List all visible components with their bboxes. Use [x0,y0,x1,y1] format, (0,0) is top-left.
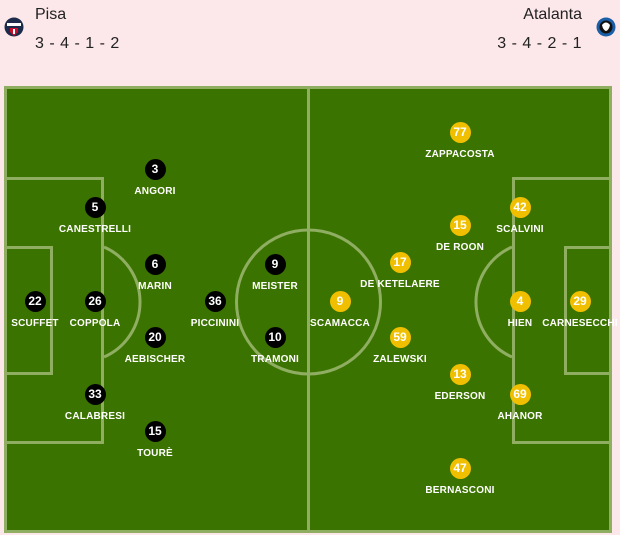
player-marker[interactable]: 77 ZAPPACOSTA [405,122,515,160]
player-name: MEISTER [252,281,298,292]
player-name: EDERSON [434,391,486,402]
pitch-markings [103,228,513,376]
player-marker[interactable]: 22 SCUFFET [0,291,90,329]
player-marker[interactable]: 26 COPPOLA [40,291,150,329]
player-marker[interactable]: 9 SCAMACCA [285,291,395,329]
shirt-number-badge: 69 [509,384,531,405]
player-marker[interactable]: 20 AEBISCHER [100,327,210,365]
player-marker[interactable]: 15 DE ROON [405,215,515,253]
shirt-number-badge: 42 [509,197,531,218]
atalanta-crest-icon [596,17,616,37]
player-name: TRAMONI [250,354,300,365]
player-marker[interactable]: 6 MARIN [100,254,210,292]
player-name: MARIN [138,281,172,292]
shirt-number-badge: 9 [264,254,286,275]
player-marker[interactable]: 33 CALABRESI [40,384,150,422]
center-circle [235,228,382,376]
player-marker[interactable]: 5 CANESTRELLI [40,197,150,235]
player-name: AEBISCHER [124,354,186,365]
shirt-number-badge: 15 [144,421,166,442]
pisa-crest-icon [4,17,24,37]
shirt-number-badge: 13 [449,364,471,385]
shirt-number-badge: 3 [144,159,166,180]
player-name: DE KETELAERE [360,279,440,290]
right-penalty-arc [474,245,513,359]
player-name: TOURÈ [137,448,173,459]
right-penalty-area [512,177,609,444]
shirt-number-badge: 20 [144,327,166,348]
shirt-number-badge: 59 [389,327,411,348]
right-goal-area [564,246,609,375]
halfway-line [307,89,310,530]
shirt-number-badge: 29 [569,291,591,312]
player-name: DE ROON [435,242,485,253]
shirt-number-badge: 9 [329,291,351,312]
player-marker[interactable]: 13 EDERSON [405,364,515,402]
shirt-number-badge: 15 [449,215,471,236]
player-name: ZALEWSKI [373,354,427,365]
shirt-number-badge: 33 [84,384,106,405]
player-name: CARNESECCHI [542,318,618,329]
player-marker[interactable]: 10 TRAMONI [220,327,330,365]
player-marker[interactable]: 3 ANGORI [100,159,210,197]
player-marker[interactable]: 69 AHANOR [465,384,575,422]
left-penalty-area [7,177,104,444]
player-name: SCALVINI [496,224,544,235]
shirt-number-badge: 10 [264,327,286,348]
player-name: SCAMACCA [310,318,370,329]
player-name: ZAPPACOSTA [425,149,495,160]
player-marker[interactable]: 17 DE KETELAERE [345,252,455,290]
shirt-number-badge: 77 [449,122,471,143]
shirt-number-badge: 5 [84,197,106,218]
home-team-name: Pisa [35,6,67,23]
player-marker[interactable]: 4 HIEN [465,291,575,329]
away-formation: 3 - 4 - 2 - 1 [497,35,582,52]
left-goal-area [7,246,53,375]
shirt-number-badge: 6 [144,254,166,275]
player-name: CALABRESI [64,411,126,422]
shirt-number-badge: 17 [389,252,411,273]
player-name: ANGORI [134,186,176,197]
player-name: PICCININI [190,318,240,329]
player-marker[interactable]: 29 CARNESECCHI [525,291,620,329]
shirt-number-badge: 47 [449,458,471,479]
player-name: SCUFFET [11,318,59,329]
player-name: COPPOLA [69,318,121,329]
player-name: BERNASCONI [425,485,495,496]
player-name: HIEN [507,318,533,329]
home-formation: 3 - 4 - 1 - 2 [35,35,120,52]
match-header: Pisa 3 - 4 - 1 - 2 Atalanta 3 - 4 - 2 - … [0,0,620,86]
football-pitch [4,86,612,533]
shirt-number-badge: 36 [204,291,226,312]
player-marker[interactable]: 59 ZALEWSKI [345,327,455,365]
player-marker[interactable]: 47 BERNASCONI [405,458,515,496]
away-team-name: Atalanta [523,6,582,23]
player-name: CANESTRELLI [58,224,132,235]
player-marker[interactable]: 15 TOURÈ [100,421,210,459]
shirt-number-badge: 22 [24,291,46,312]
shirt-number-badge: 4 [509,291,531,312]
shirt-number-badge: 26 [84,291,106,312]
player-marker[interactable]: 42 SCALVINI [465,197,575,235]
player-marker[interactable]: 36 PICCININI [160,291,270,329]
left-penalty-arc [103,245,142,359]
player-marker[interactable]: 9 MEISTER [220,254,330,292]
player-name: AHANOR [497,411,543,422]
